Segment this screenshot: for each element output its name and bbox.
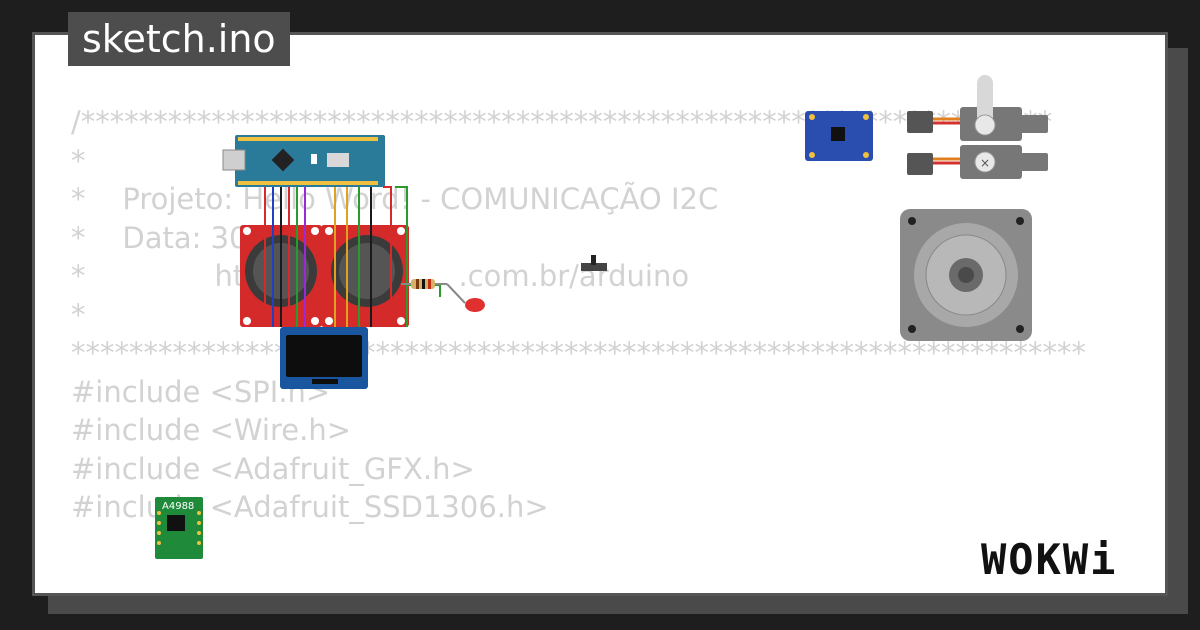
resistor[interactable] [401,279,447,289]
servo-top[interactable] [907,75,1048,141]
driver-label: A4988 [162,501,194,512]
circuit-canvas: × A4988 [155,75,1048,559]
arduino-nano[interactable] [222,135,385,187]
led-red[interactable] [446,283,485,312]
wokwi-logo: WOKWi [981,535,1118,584]
slide-switch[interactable] [581,255,607,271]
joystick-right[interactable] [321,225,409,327]
stepper-motor[interactable] [900,209,1032,341]
code-line: * [71,297,86,332]
code-preview: /***************************************… [71,103,1086,527]
mpu6050-sensor[interactable] [805,111,873,161]
wires [264,186,441,327]
diagram-card: /***************************************… [32,32,1168,596]
code-line: ****************************************… [71,336,1086,370]
code-line: #include <Wire.h> [71,413,352,447]
oled-display[interactable] [280,327,368,389]
code-line: * Data: 30 [71,220,248,255]
file-name-tab: sketch.ino [68,12,290,66]
code-line: /***************************************… [71,105,1053,139]
code-line: #include <SPI.h> [71,374,331,409]
code-line: #include <Adafruit_GFX.h> [71,451,475,486]
servo-bottom[interactable]: × [907,145,1048,179]
svg-text:×: × [980,156,990,170]
a4988-driver[interactable]: A4988 [155,497,203,559]
code-line: #include <Adafruit_SSD1306.h> [71,490,549,524]
code-line: * [71,143,86,178]
